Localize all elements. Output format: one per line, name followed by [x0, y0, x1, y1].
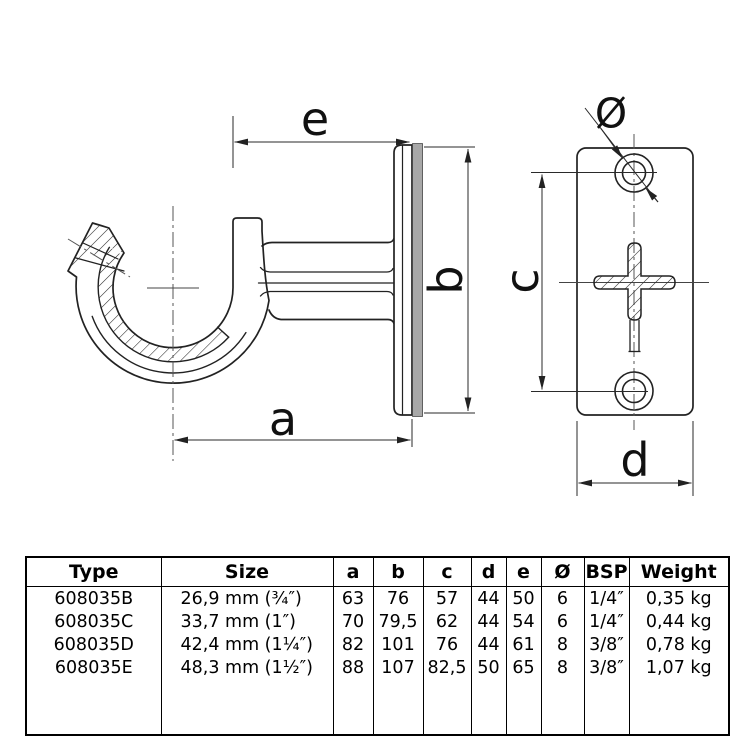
spec-table: Type Size a b c d e Ø BSP Weight 608035B… [25, 556, 730, 736]
cell-weight: 0,78 kg [628, 633, 730, 656]
col-header-diameter: Ø [540, 556, 585, 587]
cell-b: 79,5 [372, 610, 424, 633]
stem-rib-line-3 [259, 290, 394, 297]
cell-c: 82,5 [422, 656, 472, 679]
cell-bsp: 1/4″ [583, 586, 630, 610]
cell-type: 608035C [25, 610, 162, 633]
col-header-c: c [422, 556, 472, 587]
cell-weight: 1,07 kg [628, 656, 730, 679]
cell-c: 62 [422, 610, 472, 633]
cell-size: 33,7 mm (1″) [160, 610, 334, 633]
bracket-drawing [67, 107, 709, 496]
col-header-d: d [470, 556, 507, 587]
table-row: 608035C 33,7 mm (1″) 70 79,5 62 44 54 6 … [25, 610, 730, 633]
table-row: 608035E 48,3 mm (1½″) 88 107 82,5 50 65 … [25, 656, 730, 679]
table-row: 608035D 42,4 mm (1¼″) 82 101 76 44 61 8 … [25, 633, 730, 656]
dim-label-c: c [495, 268, 549, 294]
cell-b: 101 [372, 633, 424, 656]
cell-b: 76 [372, 586, 424, 610]
dim-diameter-arrow-lower [645, 187, 659, 203]
cell-b: 107 [372, 656, 424, 679]
cell-diameter: 6 [540, 586, 585, 610]
col-header-bsp: BSP [583, 556, 630, 587]
col-header-b: b [372, 556, 424, 587]
cell-c: 57 [422, 586, 472, 610]
cell-bsp: 3/8″ [583, 633, 630, 656]
hook-band-end [216, 326, 230, 338]
gasket-strip [412, 143, 423, 417]
tip-facet-line-2 [82, 242, 119, 260]
cell-d: 50 [470, 656, 507, 679]
cell-size: 42,4 mm (1¼″) [160, 633, 334, 656]
col-header-a: a [332, 556, 374, 587]
cell-d: 44 [470, 586, 507, 610]
dim-label-e: e [300, 92, 330, 146]
cell-weight: 0,35 kg [628, 586, 730, 610]
dim-label-diameter: Ø [594, 89, 628, 138]
stem-rib-line-1 [259, 266, 394, 273]
cell-bsp: 1/4″ [583, 610, 630, 633]
cell-a: 70 [332, 610, 374, 633]
stem-top-edge [261, 237, 395, 247]
cell-size: 26,9 mm (¾″) [160, 586, 334, 610]
hook-tip-hatch [70, 223, 124, 267]
hook-inner-contour [91, 315, 247, 374]
cell-diameter: 8 [540, 656, 585, 679]
cell-diameter: 6 [540, 610, 585, 633]
cell-diameter: 8 [540, 633, 585, 656]
cell-e: 61 [505, 633, 542, 656]
screw-shank [628, 320, 641, 353]
header-row: Type Size a b c d e Ø BSP Weight [25, 556, 730, 587]
cell-type: 608035D [25, 633, 162, 656]
side-view [67, 143, 423, 417]
cell-bsp: 3/8″ [583, 656, 630, 679]
col-header-weight: Weight [628, 556, 730, 587]
cell-e: 54 [505, 610, 542, 633]
hook-section-hatch [98, 247, 229, 362]
cell-d: 44 [470, 633, 507, 656]
cell-d: 44 [470, 610, 507, 633]
dim-label-b: b [419, 265, 473, 295]
cell-weight: 0,44 kg [628, 610, 730, 633]
cell-a: 82 [332, 633, 374, 656]
hook-band-edge [97, 246, 230, 363]
centerlines [67, 134, 635, 461]
cell-a: 88 [332, 656, 374, 679]
cell-type: 608035E [25, 656, 162, 679]
col-header-e: e [505, 556, 542, 587]
dim-diameter-arrow-upper [600, 128, 623, 159]
table-row: 608035B 26,9 mm (¾″) 63 76 57 44 50 6 1/… [25, 586, 730, 610]
stem-bottom-edge [268, 309, 395, 325]
cell-e: 65 [505, 656, 542, 679]
dim-label-a: a [268, 392, 298, 446]
cell-e: 50 [505, 586, 542, 610]
col-header-type: Type [25, 556, 162, 587]
cell-c: 76 [422, 633, 472, 656]
tip-section-centerline [67, 238, 131, 278]
dimensions [174, 107, 694, 496]
col-header-size: Size [160, 556, 334, 587]
cell-size: 48,3 mm (1½″) [160, 656, 334, 679]
table-filler-row [25, 679, 730, 735]
cross-boss-section [593, 242, 676, 321]
cell-type: 608035B [25, 586, 162, 610]
cell-a: 63 [332, 586, 374, 610]
dim-label-d: d [620, 433, 650, 487]
